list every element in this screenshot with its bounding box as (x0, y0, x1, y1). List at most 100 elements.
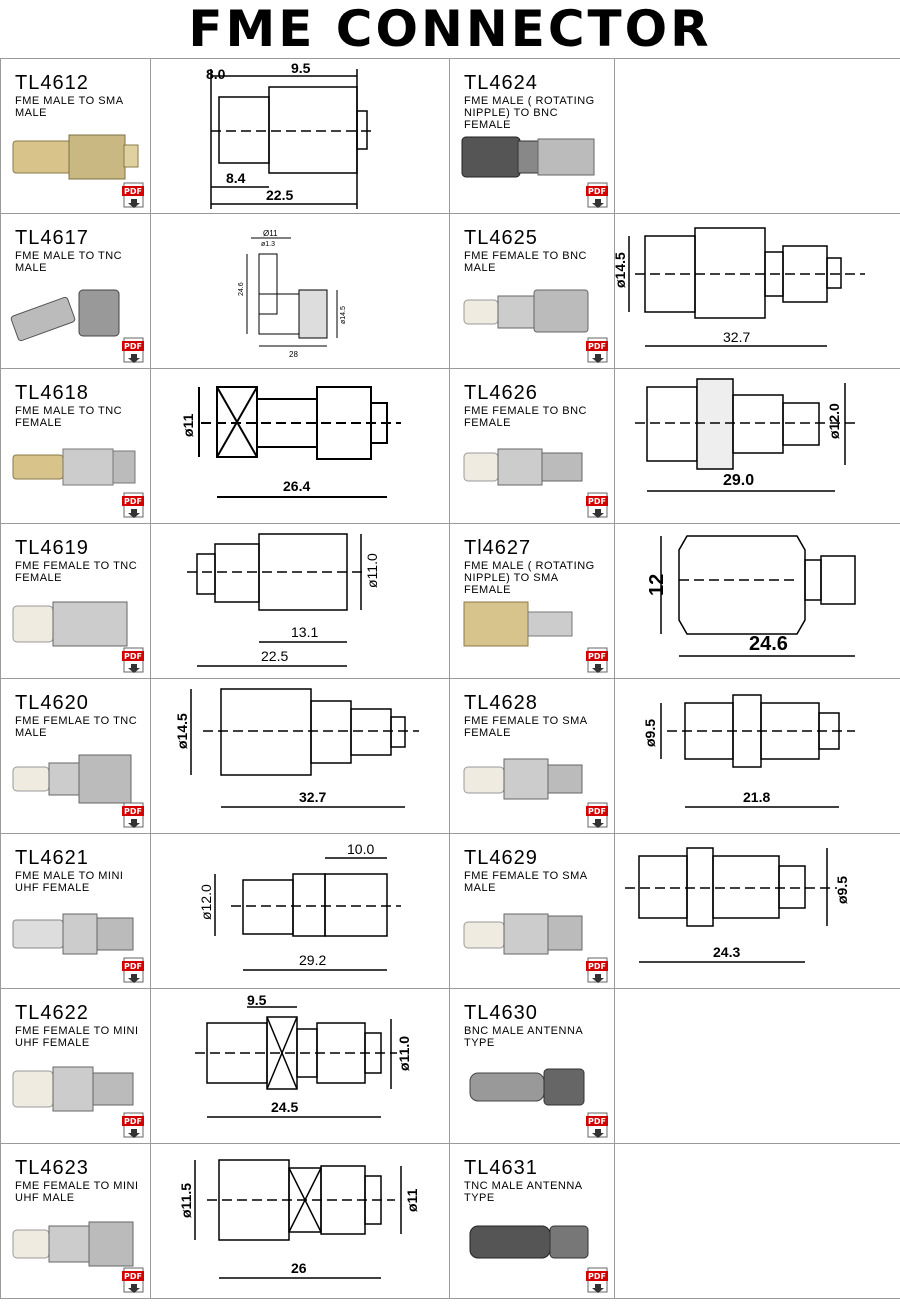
dim-label: 26.4 (283, 478, 310, 494)
drawing-tl4622: 9.5 ø11.0 24.5 (150, 988, 450, 1144)
product-description: FME FEMALE TO MINI UHF MALE (15, 1180, 139, 1204)
drawing-tl4625: ø14.5 32.7 (614, 213, 900, 369)
connector-photo (463, 448, 583, 486)
product-cell-tl4619: TL4619 FME FEMALE TO TNC FEMALE PDF (0, 523, 151, 679)
drawing-tl4621: ø12.0 10.0 29.2 (150, 833, 450, 989)
pdf-label: PDF (124, 807, 142, 816)
product-description: FME FEMALE TO TNC FEMALE (15, 560, 138, 584)
pdf-icon[interactable]: PDF (586, 182, 610, 210)
pdf-label: PDF (124, 962, 142, 971)
dim-label: ø11.5 (178, 1183, 194, 1218)
product-description: FME FEMALE TO SMA FEMALE (464, 715, 588, 739)
pdf-icon[interactable]: PDF (586, 647, 610, 675)
dim-label: 24.6 (238, 282, 245, 296)
drawing-tl4620: ø14.5 32.7 (150, 678, 450, 834)
product-description: BNC MALE ANTENNA TYPE (464, 1025, 583, 1049)
drawing-tl4624-empty (614, 58, 900, 214)
product-code: TL4625 (464, 227, 538, 249)
pdf-label: PDF (124, 342, 142, 351)
dim-label: ø14.5 (174, 713, 190, 749)
pdf-icon[interactable]: PDF (122, 337, 146, 365)
dim-label: ø11.0 (396, 1036, 412, 1071)
dim-label: ø11.0 (364, 553, 380, 588)
dim-label: 9.5 (291, 60, 311, 76)
connector-photo (12, 448, 136, 486)
dim-label: ø9.5 (834, 876, 850, 904)
pdf-icon[interactable]: PDF (122, 492, 146, 520)
product-cell-tl4628: TL4628 FME FEMALE TO SMA FEMALE PDF (449, 678, 615, 834)
dim-label: 24.3 (713, 944, 740, 960)
product-code: TL4631 (464, 1157, 538, 1179)
pdf-icon[interactable]: PDF (586, 337, 610, 365)
pdf-icon[interactable]: PDF (122, 647, 146, 675)
product-code: TL4618 (15, 382, 89, 404)
dim-label: 32.7 (299, 789, 326, 805)
pdf-icon[interactable]: PDF (586, 1267, 610, 1295)
product-code: TL4630 (464, 1002, 538, 1024)
pdf-label: PDF (124, 187, 142, 196)
connector-photo (463, 758, 583, 800)
pdf-label: PDF (588, 652, 606, 661)
drawing-tl4619: ø11.0 13.1 22.5 (150, 523, 450, 679)
product-code: TL4626 (464, 382, 538, 404)
product-code: TL4628 (464, 692, 538, 714)
product-cell-tl4623: TL4623 FME FEMALE TO MINI UHF MALE PDF (0, 1143, 151, 1299)
product-cell-tl4629: TL4629 FME FEMALE TO SMA MALE PDF (449, 833, 615, 989)
product-cell-tl4630: TL4630 BNC MALE ANTENNA TYPE PDF (449, 988, 615, 1144)
dim-label: 21.8 (743, 789, 770, 805)
product-cell-tl4620: TL4620 FME FEMLAE TO TNC MALE PDF (0, 678, 151, 834)
dim-label: ø12.0 (198, 884, 214, 920)
drawing-tl4617: Ø11 ø1.3 24.6 ø14.5 28 (150, 213, 450, 369)
product-cell-tl4612: TL4612 FME MALE TO SMA MALE PDF (0, 58, 151, 214)
pdf-label: PDF (588, 962, 606, 971)
connector-photo (461, 136, 595, 178)
pdf-icon[interactable]: PDF (586, 802, 610, 830)
dim-label: ø14.5 (340, 306, 347, 324)
pdf-label: PDF (588, 1272, 606, 1281)
pdf-icon[interactable]: PDF (586, 957, 610, 985)
dim-label: ø14.5 (615, 252, 628, 288)
product-description: FME MALE TO SMA MALE (15, 95, 123, 119)
drawing-tl4630-empty (614, 988, 900, 1144)
pdf-label: PDF (588, 807, 606, 816)
dim-label: 28 (289, 350, 298, 359)
pdf-icon[interactable]: PDF (122, 957, 146, 985)
product-cell-tl4621: TL4621 FME MALE TO MINI UHF FEMALE PDF (0, 833, 151, 989)
connector-photo (469, 1225, 589, 1259)
dim-label: 13.1 (291, 624, 318, 640)
pdf-icon[interactable]: PDF (122, 182, 146, 210)
pdf-label: PDF (588, 342, 606, 351)
connector-photo (12, 1066, 134, 1112)
pdf-icon[interactable]: PDF (122, 1267, 146, 1295)
pdf-icon[interactable]: PDF (586, 1112, 610, 1140)
product-code: TL4622 (15, 1002, 89, 1024)
dim-label: 26 (291, 1260, 307, 1276)
product-description: FME MALE ( ROTATING NIPPLE) TO SMA FEMAL… (464, 560, 595, 596)
drawing-tl4623: ø11.5 ø11 26 (150, 1143, 450, 1299)
page-title: FME CONNECTOR (188, 0, 712, 58)
product-cell-tl4622: TL4622 FME FEMALE TO MINI UHF FEMALE PDF (0, 988, 151, 1144)
drawing-tl4628: ø9.5 21.8 (614, 678, 900, 834)
pdf-icon[interactable]: PDF (122, 1112, 146, 1140)
dim-label: ø11 (180, 413, 196, 437)
pdf-label: PDF (588, 1117, 606, 1126)
connector-photo (463, 601, 573, 647)
pdf-label: PDF (588, 187, 606, 196)
connector-photo (10, 289, 120, 342)
product-description: FME MALE ( ROTATING NIPPLE) TO BNC FEMAL… (464, 95, 595, 131)
dim-label: 8.4 (226, 170, 246, 186)
product-description: FME FEMLAE TO TNC MALE (15, 715, 138, 739)
pdf-label: PDF (124, 1117, 142, 1126)
product-code: TL4619 (15, 537, 89, 559)
pdf-icon[interactable]: PDF (586, 492, 610, 520)
pdf-icon[interactable]: PDF (122, 802, 146, 830)
dim-label: 24.5 (271, 1099, 298, 1115)
dim-label: ø9.5 (642, 719, 658, 747)
drawing-tl4618: ø11 26.4 (150, 368, 450, 524)
product-description: FME MALE TO TNC MALE (15, 250, 123, 274)
pdf-label: PDF (124, 1272, 142, 1281)
product-description: FME FEMALE TO SMA MALE (464, 870, 588, 894)
connector-photo (463, 289, 589, 333)
connector-photo (463, 913, 583, 955)
product-cell-tl4625: TL4625 FME FEMALE TO BNC MALE PDF (449, 213, 615, 369)
